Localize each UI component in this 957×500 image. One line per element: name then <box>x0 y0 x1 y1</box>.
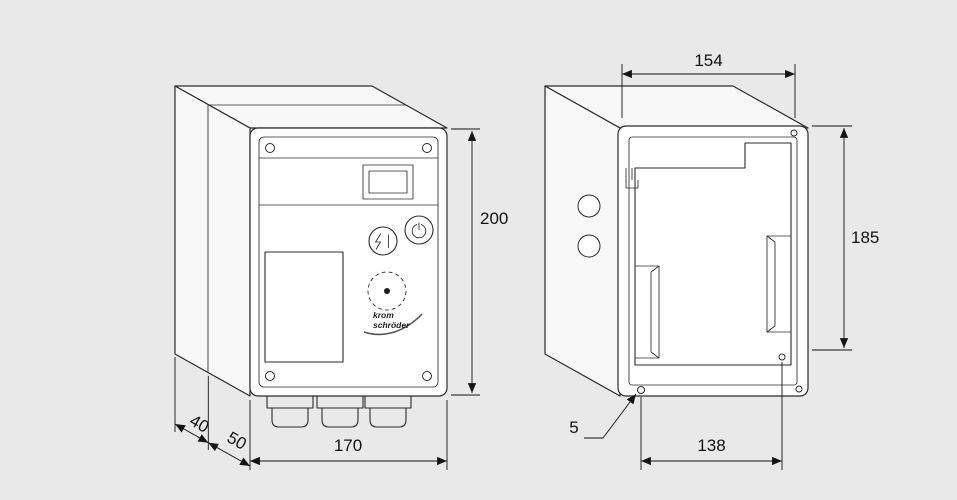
dim-hole-diameter: 5 <box>569 393 637 439</box>
dim-inner-height: 185 <box>812 125 879 351</box>
dim-front-width: 170 <box>249 400 448 470</box>
mounting-hole <box>795 385 803 393</box>
back-wall-contour <box>634 142 792 366</box>
lightning-reset-icon <box>375 233 389 250</box>
front-panel <box>249 127 448 397</box>
dim-hole-spacing: 138 <box>640 362 783 470</box>
left-mounting-channel <box>635 265 660 359</box>
dim-front-height-label: 200 <box>480 209 508 228</box>
cable-gland <box>364 395 412 428</box>
dim-top-width-label: 154 <box>694 51 722 70</box>
logo-swoosh-icon <box>363 313 423 336</box>
knockout-hole <box>577 234 601 258</box>
knockout-hole <box>577 194 601 218</box>
dim-front-width-label: 170 <box>334 436 362 455</box>
dim-hole-spacing-label: 138 <box>697 436 725 455</box>
opening-inner-edge <box>628 136 798 386</box>
mounting-hole <box>637 386 645 394</box>
door-inner-frame <box>258 136 439 388</box>
corner-screw <box>265 371 275 381</box>
brand-line1: krom <box>373 310 394 320</box>
cable-gland <box>316 395 364 428</box>
cable-gland <box>266 395 314 428</box>
display-screen <box>368 170 408 194</box>
dim-hole-diameter-label: 5 <box>569 418 578 437</box>
power-button <box>404 215 434 245</box>
corner-screw <box>422 371 432 381</box>
dashed-knob-icon <box>367 271 407 311</box>
front-view: krom schröder <box>174 85 448 428</box>
brand-logo: krom schröder <box>363 310 423 336</box>
mounting-hole <box>790 129 798 137</box>
right-mounting-channel <box>766 235 791 333</box>
side-face <box>174 85 251 397</box>
display-module <box>362 164 414 200</box>
housing-frame <box>617 125 809 397</box>
reset-button <box>368 226 398 256</box>
dim-inner-height-label: 185 <box>851 228 879 247</box>
dim-top-width: 154 <box>621 51 796 118</box>
dim-front-height: 200 <box>451 128 508 396</box>
knob-center-dot <box>384 288 390 294</box>
hinge-tab <box>625 168 639 189</box>
open-view <box>544 85 809 397</box>
corner-screw <box>422 143 432 153</box>
mounting-hole <box>778 353 786 361</box>
brand-line2: schröder <box>373 320 410 330</box>
corner-screw <box>265 143 275 153</box>
dim-depth-front-label: 50 <box>224 428 250 454</box>
power-icon <box>411 222 427 239</box>
cable-glands <box>266 395 412 428</box>
viewing-window <box>264 251 344 363</box>
adjustment-knob <box>367 271 407 311</box>
